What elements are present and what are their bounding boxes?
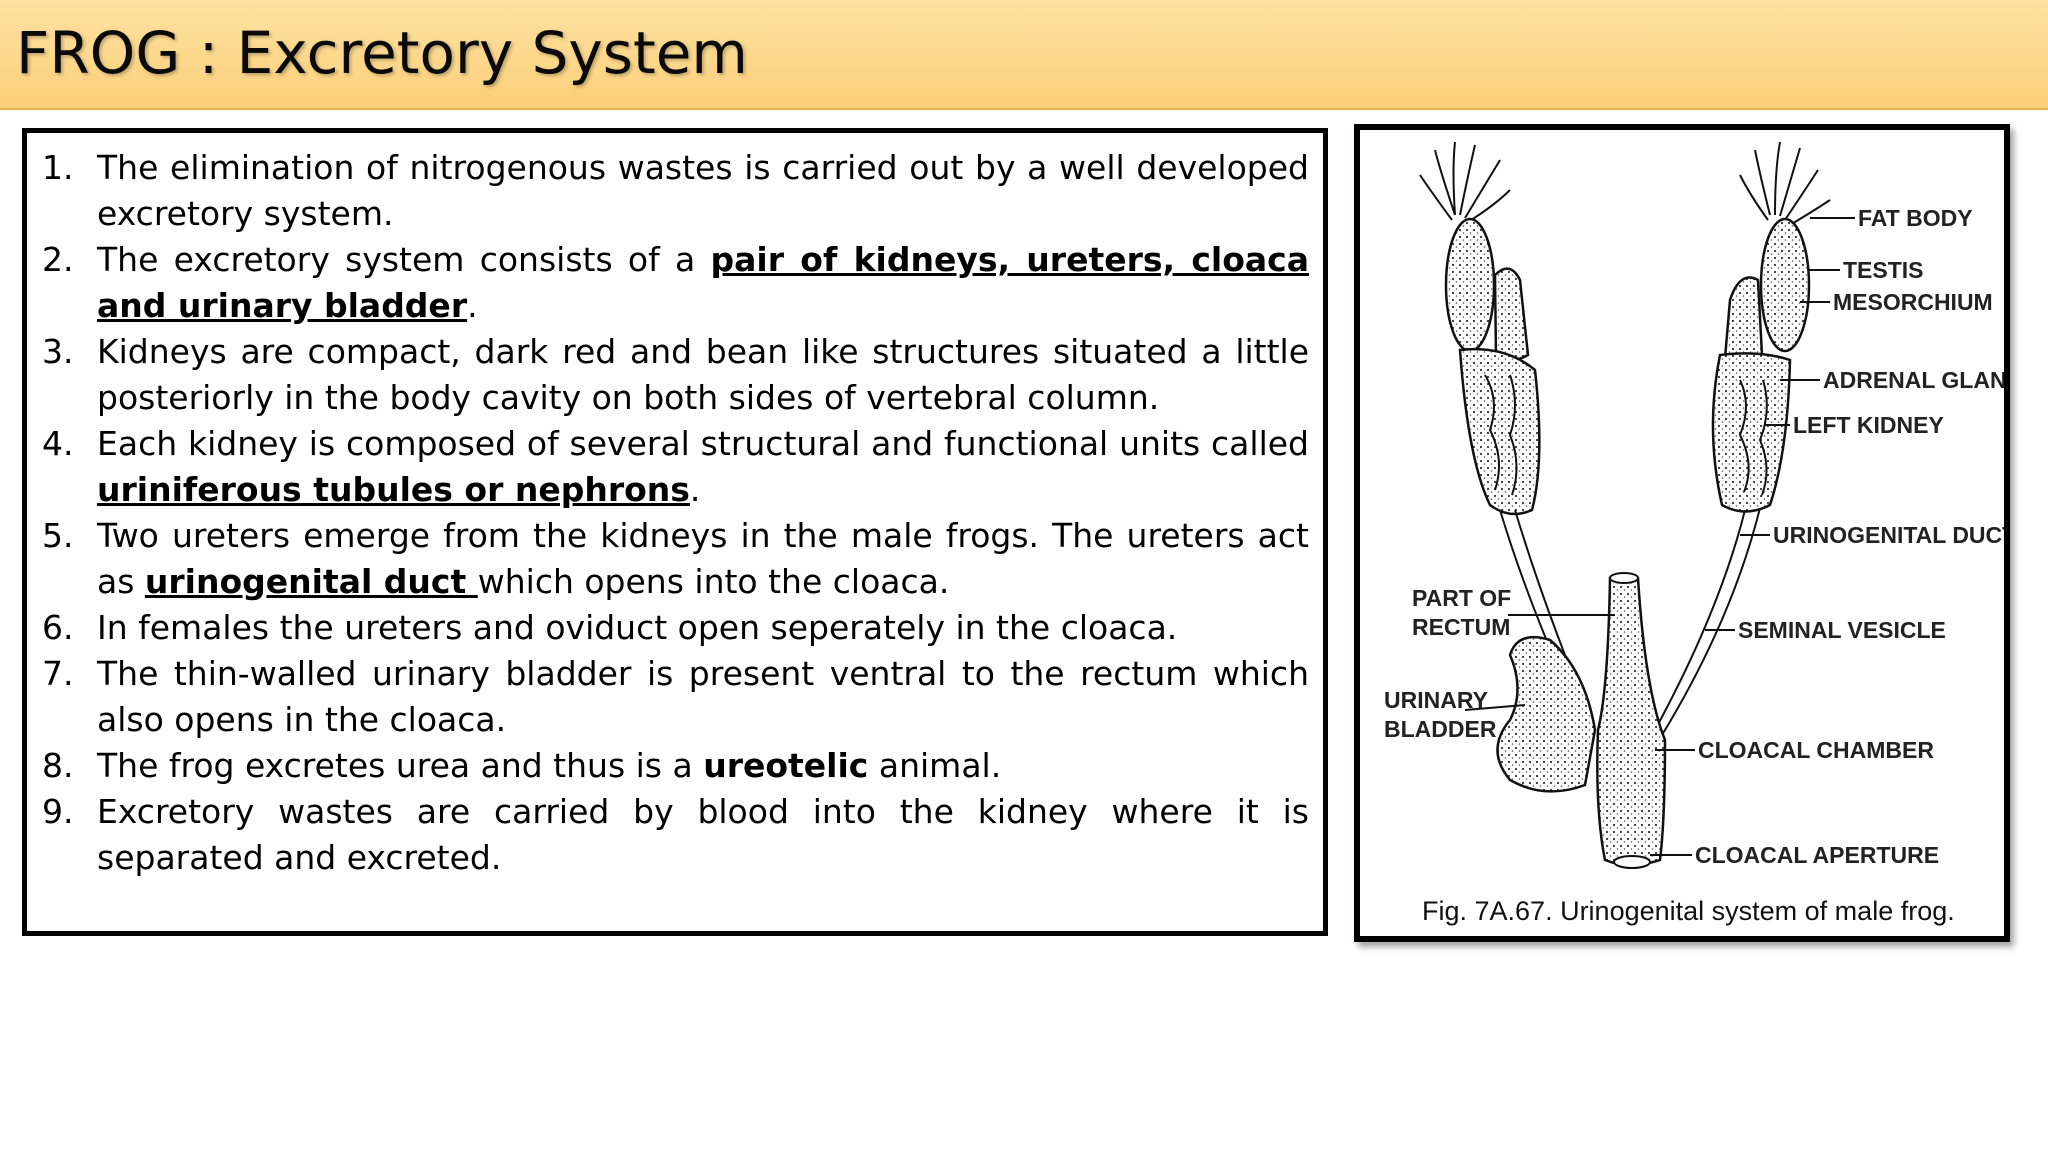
figure-caption: Fig. 7A.67. Urinogenital system of male …	[1422, 896, 1955, 926]
text-segment: Kidneys are compact, dark red and bean l…	[97, 332, 1309, 417]
point-text: The excretory system consists of a pair …	[97, 237, 1309, 329]
left-kidney-right-side	[1458, 347, 1541, 516]
point-text: Two ureters emerge from the kidneys in t…	[97, 513, 1309, 605]
emphasized-text: ureotelic	[703, 746, 869, 785]
point-item: 4. Each kidney is composed of several st…	[27, 421, 1309, 513]
point-item: 5. Two ureters emerge from the kidneys in…	[27, 513, 1309, 605]
label-cloacal-chamber: CLOACAL CHAMBER	[1698, 737, 1934, 763]
point-number: 4.	[42, 424, 74, 463]
point-item: 8. The frog excretes urea and thus is a …	[27, 743, 1309, 789]
point-number: 9.	[42, 792, 74, 831]
point-number: 7.	[42, 654, 74, 693]
text-segment: The excretory system consists of a	[97, 240, 711, 279]
text-segment: The thin-walled urinary bladder is prese…	[97, 654, 1309, 739]
point-text: The elimination of nitrogenous wastes is…	[97, 145, 1309, 237]
text-segment: Excretory wastes are carried by blood in…	[97, 792, 1309, 877]
text-segment: which opens into the cloaca.	[477, 562, 950, 601]
emphasized-text: urinogenital duct	[144, 562, 478, 601]
points-box: 1. The elimination of nitrogenous wastes …	[22, 128, 1328, 936]
cloacal-aperture	[1613, 855, 1651, 869]
label-seminal-vesicle: SEMINAL VESICLE	[1738, 617, 1946, 643]
text-segment: .	[467, 286, 478, 325]
emphasized-text: pair of kidneys, ureters, cloaca and uri…	[97, 240, 1309, 325]
urinary-bladder	[1496, 635, 1597, 793]
leader-lines	[1464, 217, 1855, 856]
text-segment: The elimination of nitrogenous wastes is…	[97, 148, 1309, 233]
point-item: 6. In females the ureters and oviduct ope…	[27, 605, 1309, 651]
point-text: In females the ureters and oviduct open …	[97, 605, 1309, 651]
point-number: 3.	[42, 332, 74, 371]
title-bar: FROG : Excretory System	[0, 0, 2048, 110]
label-cloacal-aperture: CLOACAL APERTURE	[1695, 842, 1939, 868]
point-text: The frog excretes urea and thus is a ure…	[97, 743, 1309, 789]
left-kidney-diagram	[1711, 352, 1792, 513]
point-number: 5.	[42, 516, 74, 555]
label-left-kidney: LEFT KIDNEY	[1793, 412, 1944, 438]
emphasized-text: uriniferous tubules or nephrons	[97, 470, 690, 509]
point-number: 2.	[42, 240, 74, 279]
label-adrenal-gland: ADRENAL GLAND	[1823, 367, 2004, 393]
points-list: 1. The elimination of nitrogenous wastes …	[27, 133, 1323, 881]
point-number: 6.	[42, 608, 74, 647]
point-item: 7. The thin-walled urinary bladder is pre…	[27, 651, 1309, 743]
urinogenital-diagram: FAT BODY TESTIS MESORCHIUM ADRENAL GLAND…	[1384, 141, 2004, 926]
text-segment: Each kidney is composed of several struc…	[97, 424, 1309, 463]
figure-box: FAT BODY TESTIS MESORCHIUM ADRENAL GLAND…	[1354, 124, 2010, 942]
point-item: 3. Kidneys are compact, dark red and bean…	[27, 329, 1309, 421]
text-segment: animal.	[868, 746, 1002, 785]
left-fat-body	[1419, 141, 1511, 223]
point-item: 2. The excretory system consists of a pa…	[27, 237, 1309, 329]
point-text: Kidneys are compact, dark red and bean l…	[97, 329, 1309, 421]
text-segment: The frog excretes urea and thus is a	[97, 746, 704, 785]
slide-title: FROG : Excretory System	[16, 19, 748, 87]
label-mesorchium: MESORCHIUM	[1833, 289, 1993, 315]
label-fat-body: FAT BODY	[1858, 205, 1973, 231]
rectum-cloaca	[1596, 576, 1667, 867]
label-part-of: PART OF	[1412, 585, 1511, 611]
left-mesorchium	[1493, 267, 1530, 363]
left-testis	[1444, 217, 1496, 353]
point-item: 9. Excretory wastes are carried by blood…	[27, 789, 1309, 881]
label-urinogenital-duct: URINOGENITAL DUCT	[1773, 522, 2004, 548]
right-mesorchium	[1723, 276, 1764, 363]
text-segment: Two ureters emerge from the kidneys in t…	[97, 516, 1309, 601]
text-segment: In females the ureters and oviduct open …	[97, 608, 1178, 647]
point-number: 1.	[42, 148, 74, 187]
point-number: 8.	[42, 746, 74, 785]
point-text: The thin-walled urinary bladder is prese…	[97, 651, 1309, 743]
right-testis	[1759, 217, 1811, 353]
label-rectum: RECTUM	[1412, 614, 1510, 640]
point-item: 1. The elimination of nitrogenous wastes …	[27, 145, 1309, 237]
point-text: Each kidney is composed of several struc…	[97, 421, 1309, 513]
label-testis: TESTIS	[1843, 257, 1924, 283]
right-fat-body	[1739, 141, 1831, 226]
point-text: Excretory wastes are carried by blood in…	[97, 789, 1309, 881]
right-urinogenital-duct	[1654, 509, 1746, 731]
label-bladder: BLADDER	[1384, 716, 1497, 742]
label-urinary: URINARY	[1384, 687, 1488, 713]
text-segment: .	[689, 470, 701, 509]
